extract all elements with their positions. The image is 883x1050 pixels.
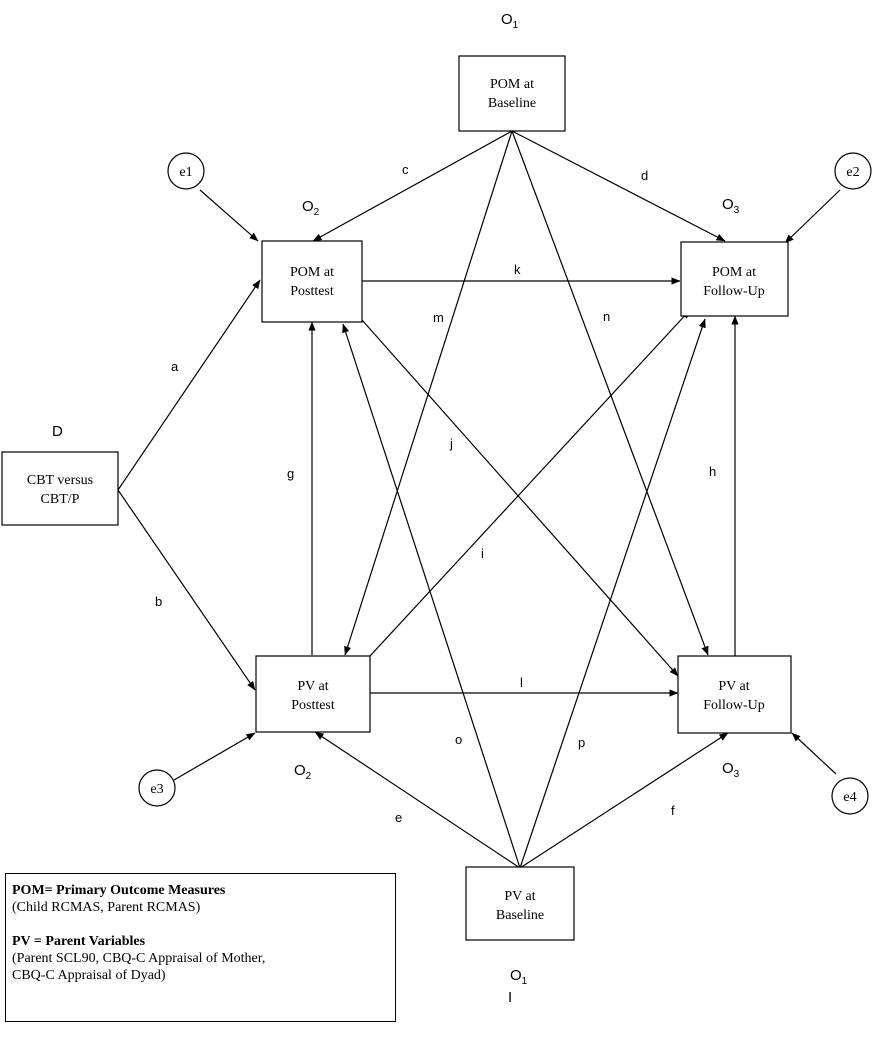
edge-e1 [199,189,259,242]
occasion-o1-top: O1 [501,11,519,31]
edge-label-n: n [603,309,610,324]
node-pv-baseline-line1: PV at [504,889,535,904]
node-pom-baseline: POM at Baseline [458,55,566,132]
node-cbt-line2: CBT/P [41,492,80,507]
node-pom-followup-line2: Follow-Up [703,284,764,299]
error-e4: e4 [831,777,869,815]
edge-n [511,130,709,656]
edge-labels: a b c d e f g h i j k l m n o p [155,162,716,825]
node-pv-baseline: PV at Baseline [465,866,575,941]
legend-pom-description: (Child RCMAS, Parent RCMAS) [12,900,201,915]
error-e1: e1 [167,152,205,190]
edge-label-d: d [641,168,648,183]
edge-f [519,732,729,869]
error-e4-label: e4 [843,790,856,805]
edge-j [361,319,679,677]
edge-i [369,309,691,657]
edge-label-a: a [171,359,179,374]
node-pom-followup: POM at Follow-Up [680,241,789,317]
legend-pv-description-1: (Parent SCL90, CBQ-C Appraisal of Mother… [12,951,266,966]
edge-o [342,323,521,869]
group-label-i: I [508,989,512,1006]
occasion-o3-upper: O3 [722,196,740,216]
edge-p [519,318,706,869]
edge-label-j: j [449,436,453,451]
node-cbt-line1: CBT versus [27,473,93,488]
legend-box: POM= Primary Outcome Measures (Child RCM… [5,873,396,1022]
node-pom-posttest-line1: POM at [290,265,334,280]
edge-label-p: p [578,735,585,750]
occasion-o1-bottom: O1 [510,967,528,987]
legend-pom-section: POM= Primary Outcome Measures (Child RCM… [12,882,389,916]
edge-b [117,489,256,691]
node-pv-posttest-line2: Posttest [291,698,335,713]
edge-label-h: h [709,464,716,479]
edge-label-e: e [395,810,402,825]
edge-label-c: c [402,162,409,177]
legend-pv-title: PV = Parent Variables [12,934,146,949]
occasion-o2-lower: O2 [294,762,312,782]
edge-label-o: o [455,732,462,747]
legend-pv-section: PV = Parent Variables (Parent SCL90, CBQ… [12,933,389,984]
error-e2: e2 [834,152,872,190]
edge-m [344,130,513,656]
node-pv-followup: PV at Follow-Up [677,655,792,734]
occasion-o3-lower: O3 [722,760,740,780]
edge-e [314,731,521,869]
error-e3-label: e3 [150,782,163,797]
group-label-d: D [52,423,63,440]
edge-e3 [173,732,256,781]
edge-label-k: k [514,262,521,277]
edges [117,130,841,869]
node-pv-followup-line1: PV at [718,679,749,694]
legend-pom-title: POM= Primary Outcome Measures [12,883,226,898]
node-pom-baseline-line2: Baseline [488,96,536,111]
edge-label-m: m [433,310,444,325]
node-pom-baseline-line1: POM at [490,77,534,92]
edge-a [117,279,261,491]
edge-e4 [791,732,837,775]
edge-label-l: l [520,675,523,690]
node-pv-posttest-line1: PV at [297,679,328,694]
edge-e2 [784,189,841,244]
node-pv-posttest: PV at Posttest [255,655,371,733]
edge-label-i: i [481,546,484,561]
error-e2-label: e2 [846,165,859,180]
node-cbt: CBT versus CBT/P [1,451,119,526]
node-pv-followup-line2: Follow-Up [703,698,764,713]
node-pom-posttest: POM at Posttest [261,240,363,323]
edge-label-g: g [287,466,294,481]
node-pv-baseline-line2: Baseline [496,908,544,923]
node-pom-posttest-line2: Posttest [290,284,334,299]
legend-pv-description-2: CBQ-C Appraisal of Dyad) [12,968,166,983]
occasion-o2-upper: O2 [302,198,320,218]
error-e1-label: e1 [179,165,192,180]
edge-d [511,130,726,242]
error-e3: e3 [138,769,176,807]
edge-label-b: b [155,594,162,609]
edge-label-f: f [671,803,675,818]
node-pom-followup-line1: POM at [712,265,756,280]
edge-c [312,130,513,242]
